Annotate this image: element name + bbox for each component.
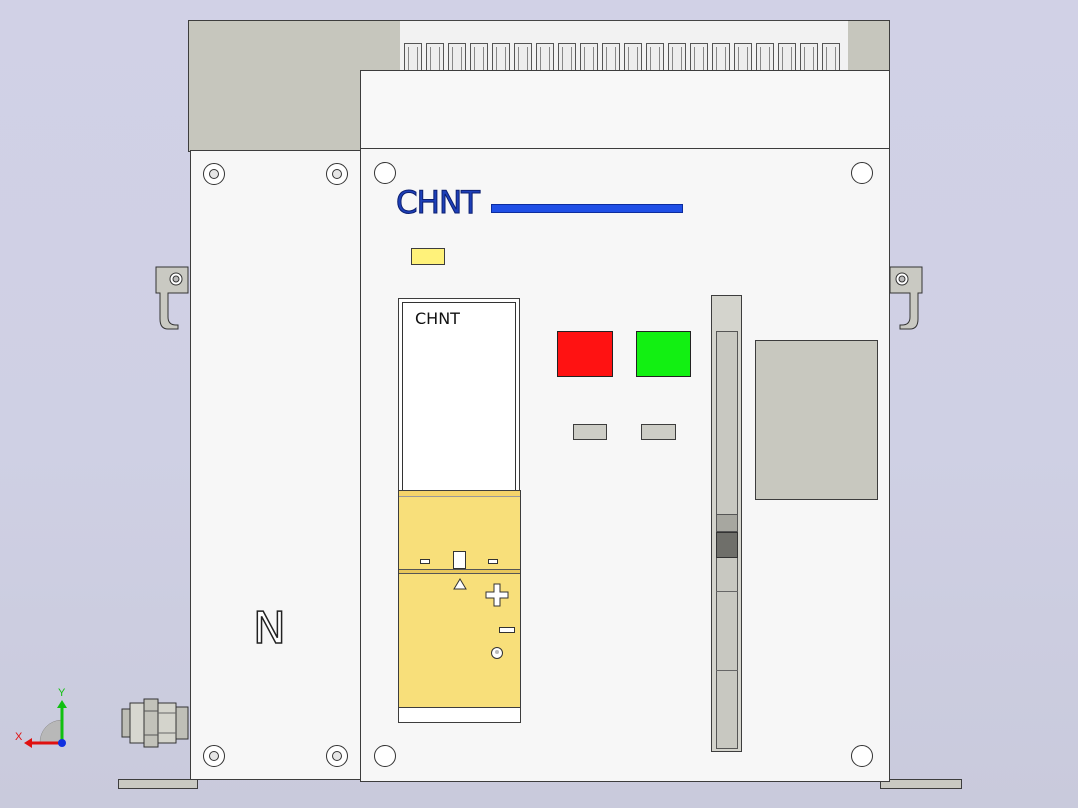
position-lock-tab: [453, 551, 466, 569]
module-display-area: [402, 333, 516, 491]
close-button[interactable]: [636, 331, 691, 377]
status-indicator-window: [411, 248, 445, 265]
module-brand-label: CHNT: [415, 309, 460, 328]
controller-module: CHNT: [398, 298, 520, 494]
x-axis-label: X: [15, 731, 23, 743]
cable-gland: [120, 697, 192, 749]
position-arrow-icon: [453, 577, 467, 595]
panel-screw: [203, 163, 225, 185]
base-foot-left: [118, 779, 198, 789]
arc-chute-grille: [400, 20, 848, 91]
open-button-cover: [573, 424, 607, 440]
rack-base-strip: [398, 707, 521, 723]
brand-accent-bar: [491, 204, 683, 213]
open-button[interactable]: [557, 331, 613, 377]
rack-in-mechanism: [398, 490, 521, 708]
panel-screw: [326, 745, 348, 767]
top-cover-plate: [360, 70, 890, 150]
mounting-bracket-left: [154, 265, 189, 330]
rating-nameplate: [755, 340, 878, 500]
indicator-slot: [499, 627, 515, 633]
mounting-hole: [374, 162, 396, 184]
mounting-hole: [374, 745, 396, 767]
module-header: CHNT: [402, 302, 516, 334]
mounting-hole: [851, 162, 873, 184]
panel-screw: [326, 163, 348, 185]
crank-socket: [485, 583, 509, 612]
rack-slot: [488, 559, 498, 564]
neutral-pole-label: N: [252, 602, 286, 655]
y-axis-label: Y: [58, 687, 66, 699]
base-foot-right: [880, 779, 962, 789]
mounting-bracket-right: [888, 265, 923, 330]
pole-panel-left: N: [190, 150, 362, 780]
rack-slot: [420, 559, 430, 564]
brand-logo: CHNT: [395, 185, 480, 222]
mounting-hole: [851, 745, 873, 767]
coordinate-triad: X Y: [14, 687, 74, 750]
close-button-cover: [641, 424, 676, 440]
charging-handle[interactable]: [711, 295, 742, 752]
panel-screw: [203, 745, 225, 767]
